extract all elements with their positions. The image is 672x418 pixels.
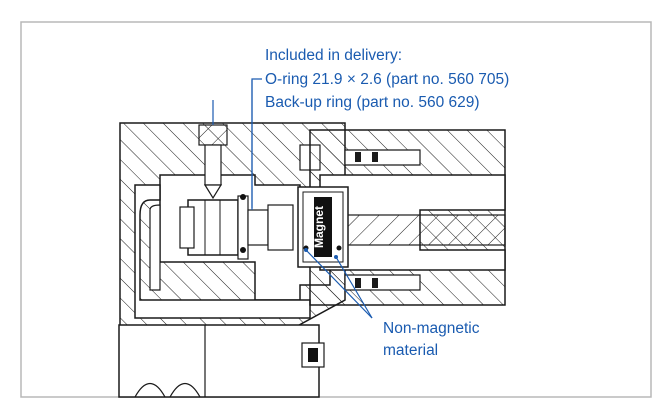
oring-callout: O-ring 21.9 × 2.6 (part no. 560 705) xyxy=(265,71,509,88)
spool xyxy=(179,194,294,260)
adapter-body xyxy=(309,129,506,306)
nonmagnetic-callout-line2: material xyxy=(383,342,438,359)
magnet-label: Magnet xyxy=(312,206,326,248)
frame-border xyxy=(20,21,652,398)
oring-bottom xyxy=(240,247,246,253)
backup-ring-callout: Back-up ring (part no. 560 629) xyxy=(265,94,480,111)
plunger-pin xyxy=(198,100,228,200)
magnet-block xyxy=(314,197,332,257)
callout-leaders xyxy=(251,78,373,319)
magnet-holder: Magnet xyxy=(297,186,349,268)
delivery-heading: Included in delivery: xyxy=(265,47,402,64)
bottom-housing xyxy=(118,324,325,398)
nonmagnetic-callout-line1: Non-magnetic xyxy=(383,320,480,337)
oring-top xyxy=(240,194,246,200)
